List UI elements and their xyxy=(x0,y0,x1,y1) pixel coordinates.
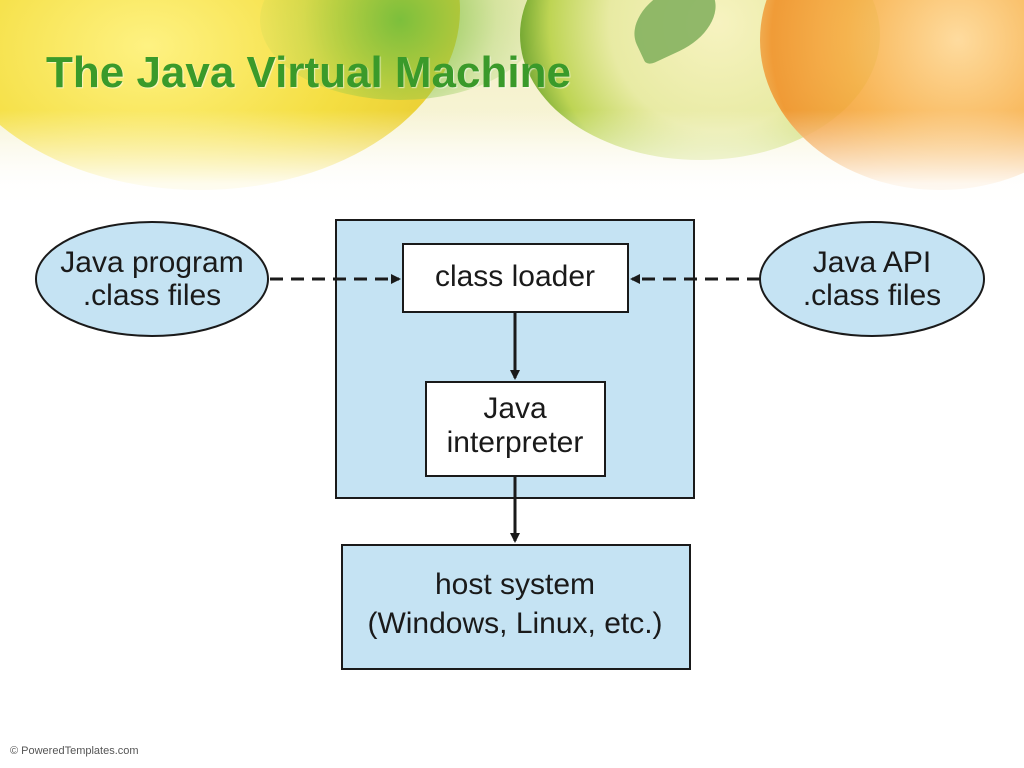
host-system-label-line2: (Windows, Linux, etc.) xyxy=(367,607,662,640)
class-loader-box xyxy=(402,243,629,313)
interpreter-label-line2: interpreter xyxy=(447,426,584,459)
banner-fade xyxy=(0,110,1024,215)
header-banner xyxy=(0,0,1024,215)
class-loader-label: class loader xyxy=(435,260,595,293)
java-program-label-line2: .class files xyxy=(83,279,221,312)
java-api-label-line2: .class files xyxy=(803,279,941,312)
slide-title: The Java Virtual Machine xyxy=(46,48,571,97)
java-program-label-line1: Java program xyxy=(60,246,243,279)
interpreter-label-line1: Java xyxy=(483,392,547,425)
java-api-label-line1: Java API xyxy=(813,246,931,279)
interpreter-box xyxy=(425,381,606,477)
java-program-ellipse xyxy=(35,221,269,337)
host-system-box xyxy=(341,544,691,670)
footer-credit: © PoweredTemplates.com xyxy=(10,745,139,757)
host-system-label-line1: host system xyxy=(435,568,595,601)
